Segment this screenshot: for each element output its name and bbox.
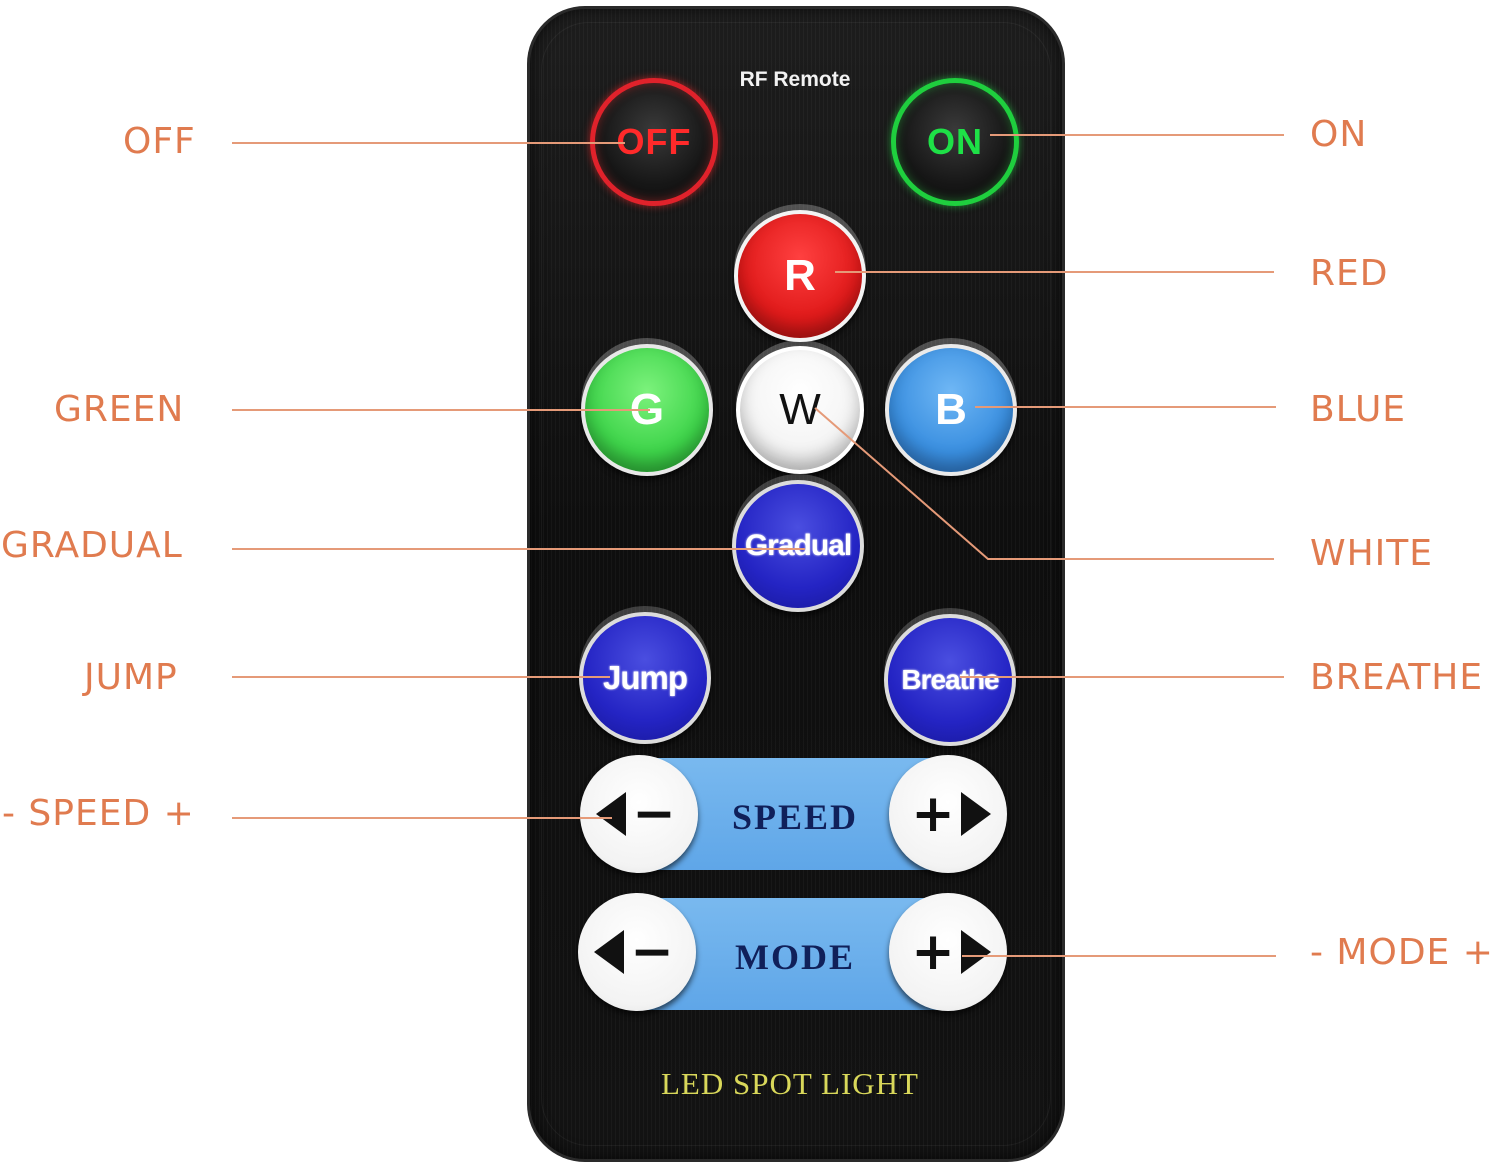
white-button-label: W: [779, 385, 821, 434]
plus-sign: +: [911, 784, 955, 844]
speed-down-button[interactable]: −: [580, 755, 698, 873]
red-button[interactable]: R: [734, 210, 866, 342]
arrow-left-icon: [596, 792, 627, 836]
arrow-right-icon: [960, 930, 991, 974]
blue-button-label: B: [935, 385, 967, 434]
label-speed: - SPEED +: [2, 793, 195, 834]
label-green: GREEN: [54, 389, 185, 430]
breathe-button-label: Breathe: [901, 664, 999, 695]
mode-bar-label: MODE: [735, 937, 855, 977]
remote-footer: LED SPOT LIGHT: [661, 1066, 919, 1101]
mode-up-button[interactable]: +: [889, 893, 1007, 1011]
speed-bar-label: SPEED: [731, 797, 859, 837]
on-button[interactable]: ON: [891, 78, 1019, 206]
speed-up-button[interactable]: +: [889, 755, 1007, 873]
minus-sign: −: [630, 922, 674, 982]
arrow-right-icon: [960, 792, 991, 836]
on-button-label: ON: [927, 121, 983, 162]
gradual-button-label: Gradual: [744, 529, 852, 562]
jump-button[interactable]: Jump: [579, 612, 711, 744]
label-breathe: BREATHE: [1310, 657, 1484, 698]
white-button[interactable]: W: [736, 346, 864, 474]
green-button[interactable]: G: [581, 344, 713, 476]
label-jump: JUMP: [84, 657, 178, 698]
arrow-left-icon: [594, 930, 625, 974]
breathe-button[interactable]: Breathe: [884, 614, 1016, 746]
label-off: OFF: [123, 121, 196, 162]
label-mode: - MODE +: [1310, 932, 1494, 973]
label-white: WHITE: [1310, 533, 1434, 574]
plus-sign: +: [911, 922, 955, 982]
label-gradual: GRADUAL: [1, 525, 183, 566]
minus-sign: −: [632, 784, 676, 844]
jump-button-label: Jump: [602, 659, 688, 696]
label-on: ON: [1310, 114, 1368, 155]
remote-title: RF Remote: [739, 68, 851, 91]
label-blue: BLUE: [1310, 389, 1407, 430]
label-red: RED: [1310, 253, 1389, 294]
off-button[interactable]: OFF: [590, 78, 718, 206]
mode-down-button[interactable]: −: [578, 893, 696, 1011]
green-button-label: G: [629, 385, 665, 434]
blue-button[interactable]: B: [885, 344, 1017, 476]
gradual-button[interactable]: Gradual: [732, 480, 864, 612]
off-button-label: OFF: [616, 121, 692, 162]
red-button-label: R: [784, 251, 816, 300]
